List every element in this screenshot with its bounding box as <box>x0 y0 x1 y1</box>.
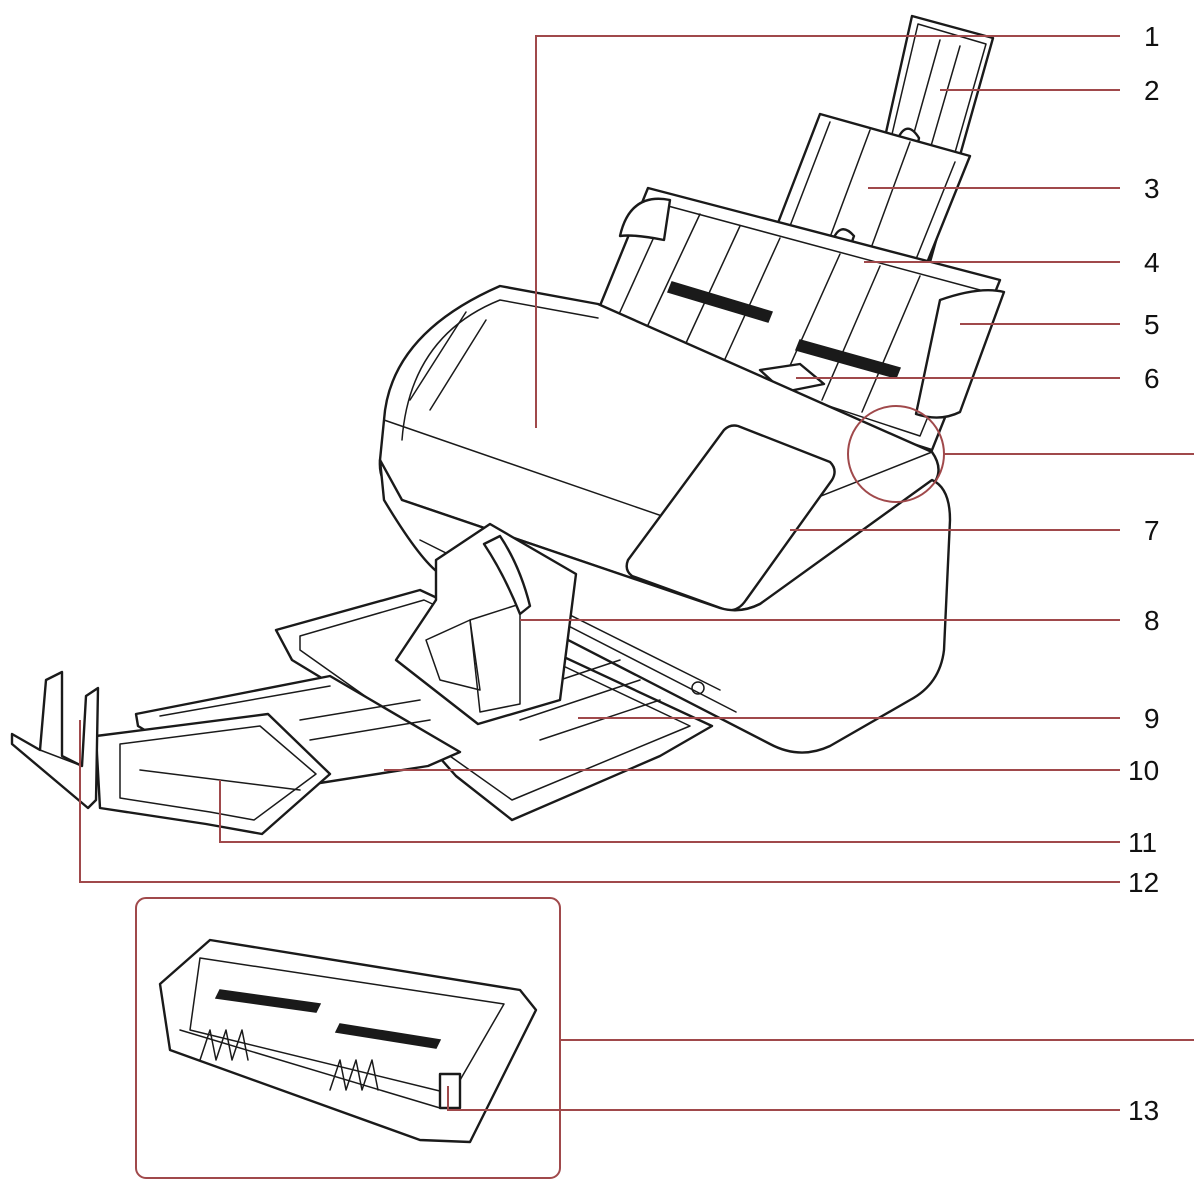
leader-line-12 <box>79 720 1120 883</box>
callout-label-12: 12 <box>1128 867 1159 898</box>
callout-label-5: 5 <box>1144 309 1160 340</box>
callout-labels: 1 2 3 4 5 6 7 8 9 10 11 12 13 <box>1128 21 1160 1126</box>
stopper-art <box>10 670 100 810</box>
inset-panel <box>135 897 561 1179</box>
callout-label-1: 1 <box>1144 21 1160 52</box>
callout-label-7: 7 <box>1144 515 1160 546</box>
paper-chute-art <box>584 186 1006 452</box>
callout-label-13: 13 <box>1128 1095 1159 1126</box>
stacker-extension-2-art <box>94 712 332 836</box>
callout-label-10: 10 <box>1128 755 1159 786</box>
callout-label-2: 2 <box>1144 75 1160 106</box>
inset-adf-art <box>158 938 538 1144</box>
callout-label-4: 4 <box>1144 247 1160 278</box>
callout-label-3: 3 <box>1144 173 1160 204</box>
callout-label-9: 9 <box>1144 703 1160 734</box>
callout-label-11: 11 <box>1128 827 1157 858</box>
callout-label-8: 8 <box>1144 605 1160 636</box>
callout-label-6: 6 <box>1144 363 1160 394</box>
leader-line-13 <box>447 1086 1120 1111</box>
scanner-illustration <box>10 14 1006 836</box>
leader-line-1 <box>535 35 1120 428</box>
leader-line-11 <box>219 780 1120 843</box>
callout-leaders <box>79 35 1194 1111</box>
stacker-shooter-art <box>394 522 578 726</box>
